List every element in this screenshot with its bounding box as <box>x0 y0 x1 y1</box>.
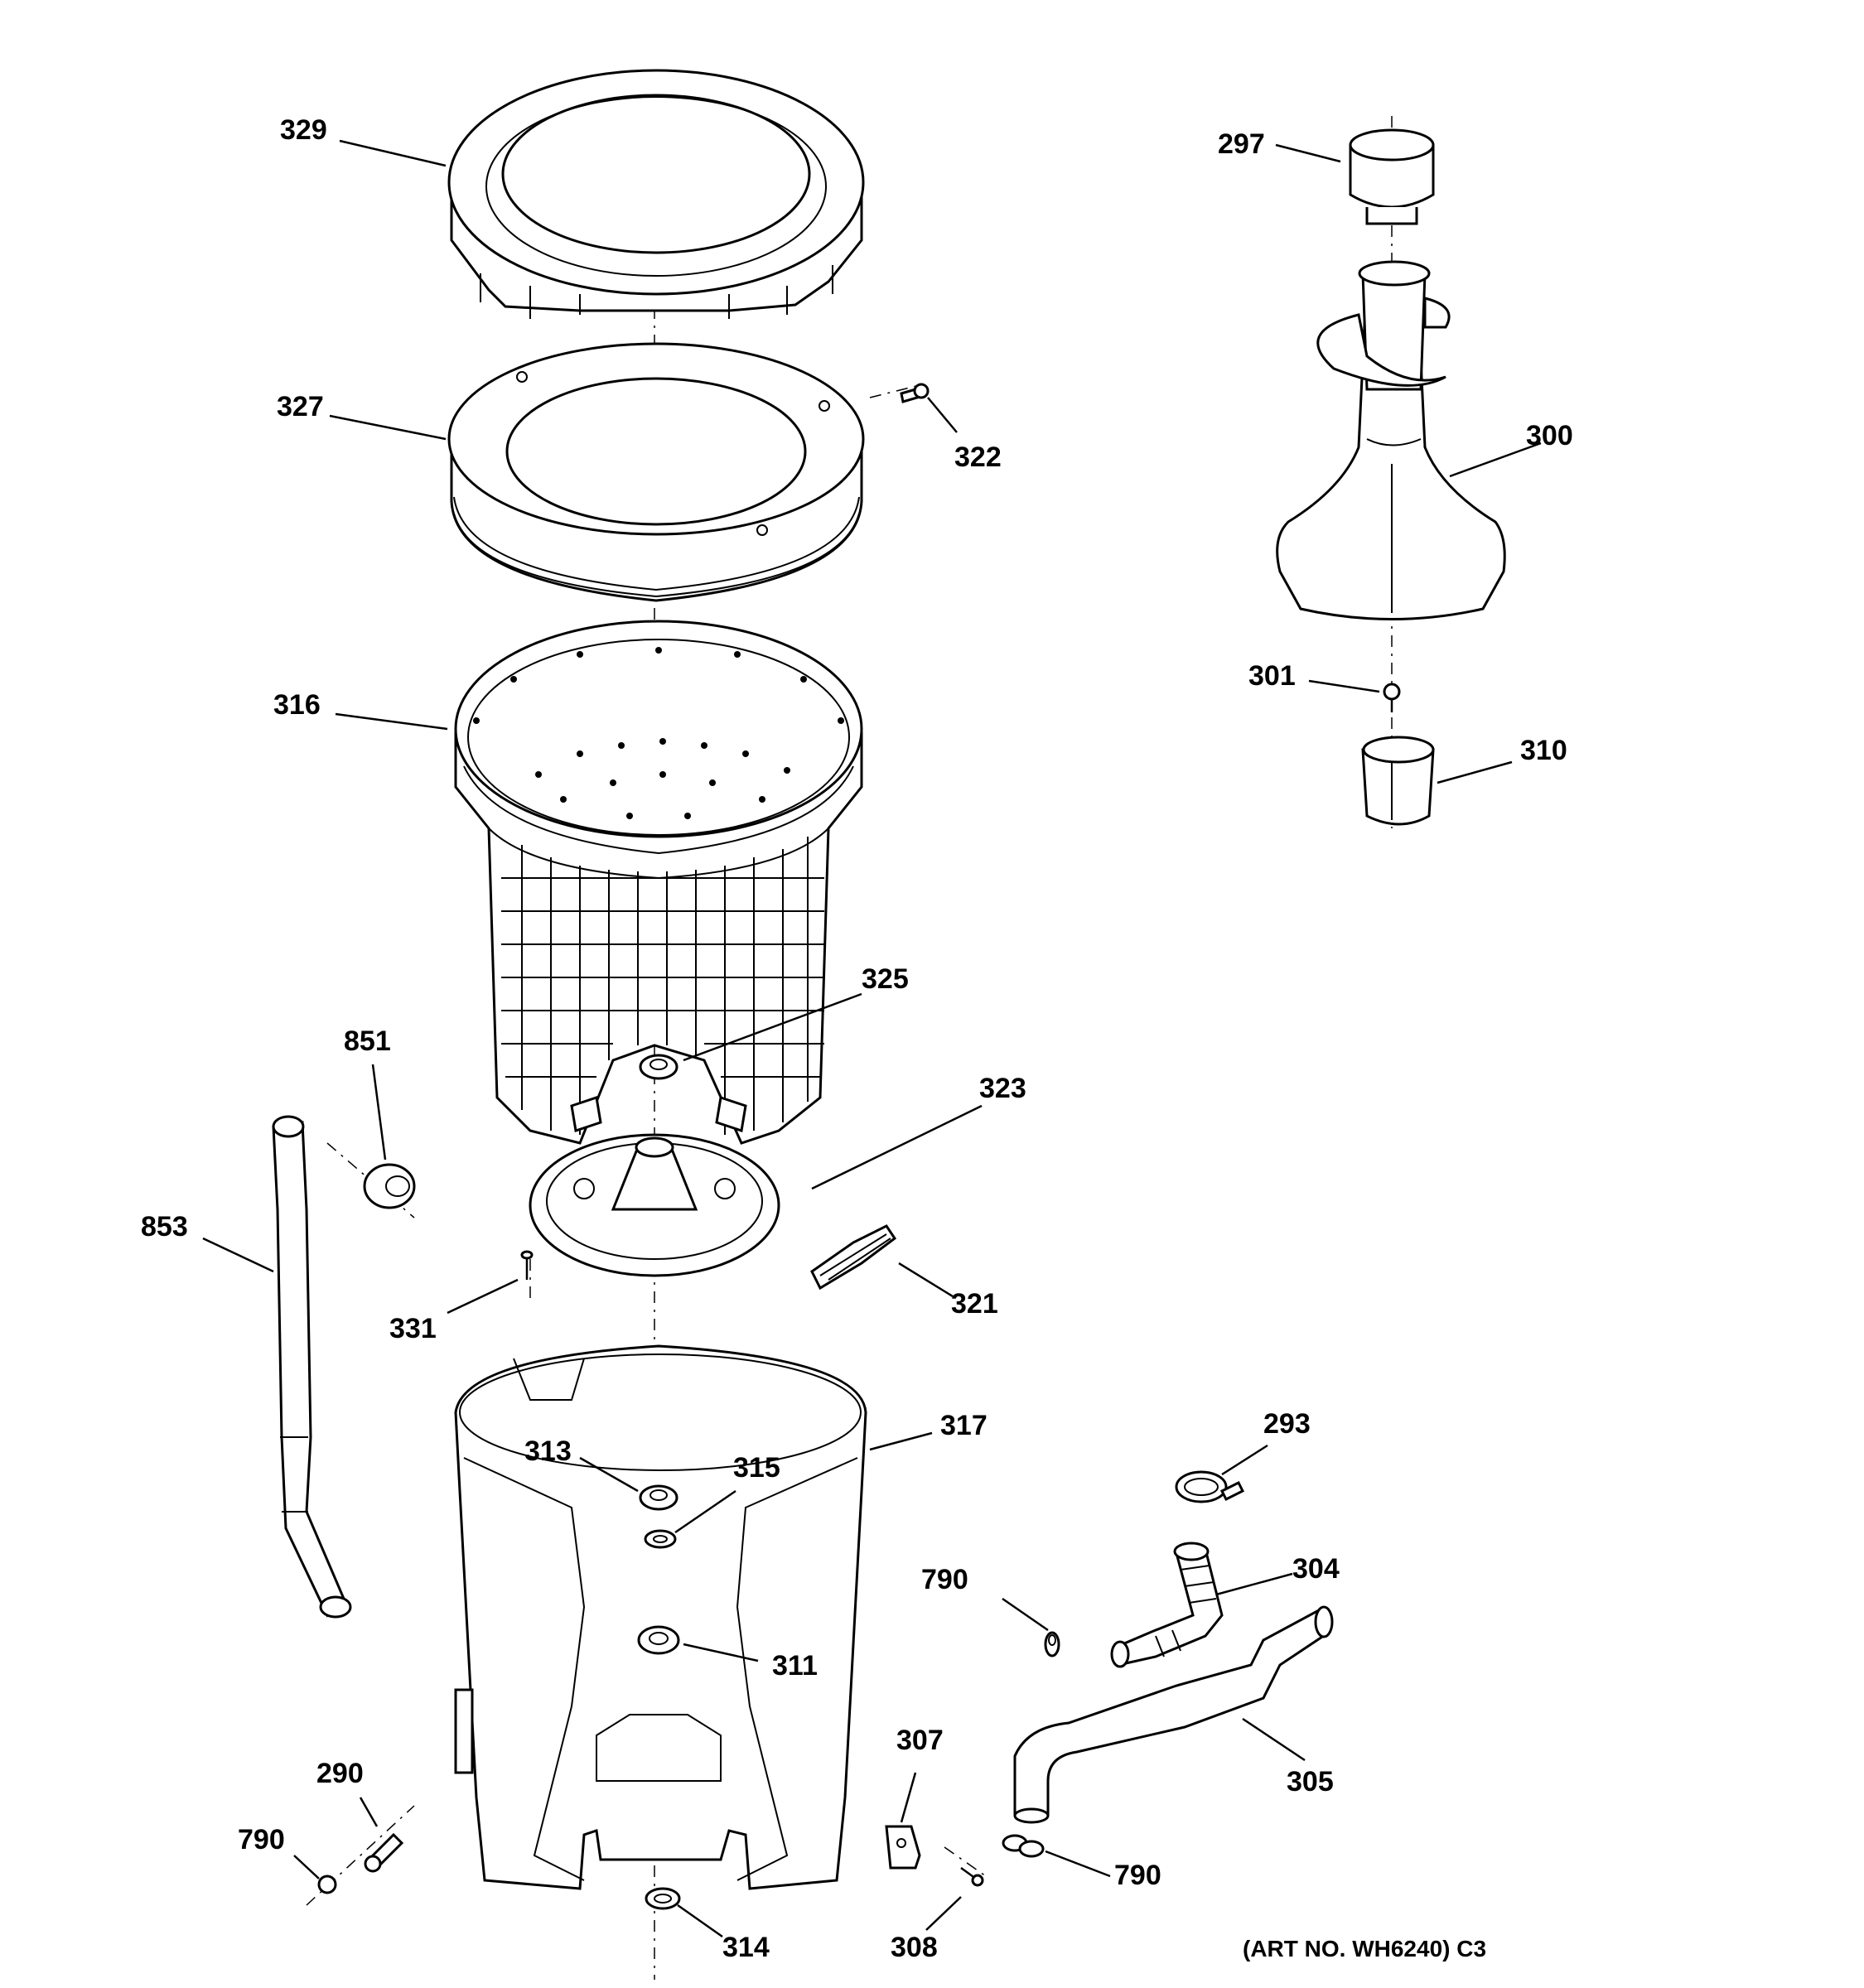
basket-perforations <box>473 647 844 819</box>
part-322-screw <box>900 383 930 403</box>
part-304-drain-hose <box>1110 1542 1224 1668</box>
part-851-cap <box>363 1163 416 1209</box>
part-853-drain-tube <box>272 1115 352 1619</box>
callout-304: 304 <box>1292 1553 1340 1585</box>
part-790-clamp-middle <box>1044 1631 1060 1657</box>
part-790-clamp-left <box>317 1875 337 1894</box>
part-790-clamp-right <box>1002 1834 1045 1858</box>
art-number: (ART NO. WH6240) C3 <box>1243 1936 1486 1961</box>
callout-305: 305 <box>1287 1766 1334 1797</box>
callout-851: 851 <box>344 1025 391 1057</box>
part-315-washer <box>644 1529 677 1549</box>
part-325-basket-hub-nut <box>570 1054 747 1132</box>
callout-311: 311 <box>772 1650 818 1682</box>
callout-790-right: 790 <box>1114 1860 1161 1891</box>
callout-293: 293 <box>1263 1408 1311 1440</box>
callout-790-left: 790 <box>238 1824 285 1855</box>
part-321-lint-filter <box>810 1224 897 1291</box>
callout-317: 317 <box>940 1410 988 1441</box>
part-300-agitator <box>1276 260 1506 620</box>
callout-315: 315 <box>733 1452 780 1484</box>
callout-297: 297 <box>1218 128 1265 160</box>
part-301-screw <box>1383 683 1401 712</box>
part-316-wash-basket <box>454 620 863 1145</box>
part-310-coupling <box>1361 736 1435 826</box>
part-311-nut <box>637 1625 680 1655</box>
callout-327: 327 <box>277 391 324 422</box>
part-329-tub-cover <box>447 69 865 319</box>
part-331-screw <box>520 1250 534 1280</box>
callout-301: 301 <box>1248 660 1296 692</box>
callout-labels: 329 327 322 316 325 851 323 853 331 321 … <box>141 114 1573 1963</box>
callout-329: 329 <box>280 114 327 146</box>
part-305-pump-hose <box>1013 1605 1334 1824</box>
callout-321: 321 <box>951 1288 998 1320</box>
callout-300: 300 <box>1526 420 1573 451</box>
part-307-bracket <box>885 1825 921 1870</box>
part-308-screw <box>960 1866 984 1887</box>
callout-314: 314 <box>722 1932 770 1963</box>
part-317-outer-tub <box>454 1344 867 1890</box>
part-327-balance-ring <box>447 342 865 602</box>
callout-307: 307 <box>896 1725 944 1756</box>
callout-316: 316 <box>273 689 321 721</box>
callout-322: 322 <box>954 442 1002 473</box>
callout-790-middle: 790 <box>921 1564 968 1595</box>
callout-323: 323 <box>979 1073 1026 1104</box>
callout-331: 331 <box>389 1313 437 1344</box>
callout-853: 853 <box>141 1211 188 1242</box>
callout-290: 290 <box>316 1758 364 1789</box>
leader-lines <box>202 139 1542 1938</box>
callout-310: 310 <box>1520 735 1567 766</box>
part-314-seal <box>645 1887 681 1910</box>
callout-325: 325 <box>862 963 909 995</box>
callout-313: 313 <box>524 1436 572 1467</box>
part-293-hose-clamp <box>1175 1470 1245 1503</box>
part-297-agitator-cap <box>1349 128 1435 225</box>
part-323-hub-base <box>529 1133 780 1277</box>
callout-308: 308 <box>891 1932 938 1963</box>
part-313-nut <box>639 1484 678 1511</box>
part-290-pin <box>364 1832 404 1873</box>
